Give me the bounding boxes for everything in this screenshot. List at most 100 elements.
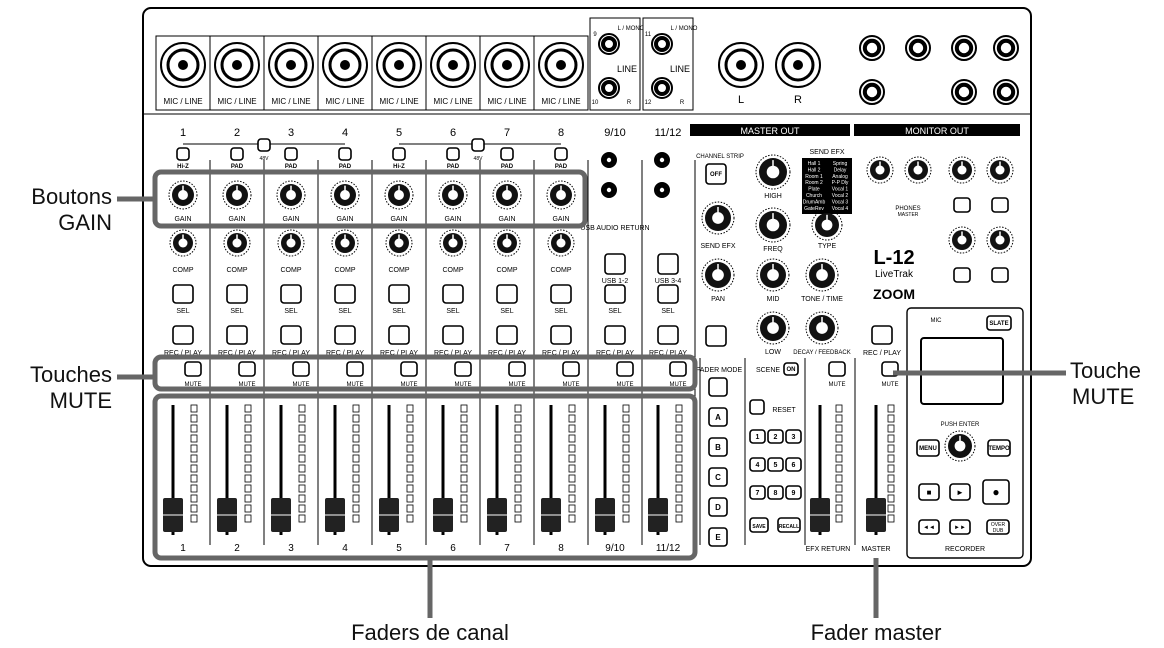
button-frame <box>551 326 571 344</box>
mute-button[interactable] <box>239 362 255 376</box>
mute-button[interactable] <box>617 362 633 376</box>
rec-play-button[interactable] <box>173 326 193 344</box>
meter-led <box>461 505 467 512</box>
rec-play-button[interactable] <box>497 326 517 344</box>
fader-mode-e-button[interactable]: E <box>709 528 727 546</box>
rec-play-button[interactable] <box>443 326 463 344</box>
low-label: LOW <box>765 349 781 356</box>
hi-z-pad-label: PAD <box>555 164 568 170</box>
play-pause-button[interactable]: ► <box>950 484 970 500</box>
sel-button[interactable] <box>551 285 571 303</box>
scene-2-button[interactable]: 2 <box>768 430 783 443</box>
button-frame <box>954 198 970 212</box>
monitor-master-b-button[interactable] <box>954 198 970 212</box>
sel-button[interactable] <box>281 285 301 303</box>
scene-7-button[interactable]: 7 <box>750 486 765 499</box>
sel-button[interactable] <box>443 285 463 303</box>
rewind-button[interactable]: ◄◄ <box>919 520 939 534</box>
scene-4-button[interactable]: 4 <box>750 458 765 471</box>
fader-mode-d-button[interactable]: D <box>709 498 727 516</box>
hi-z-or-pad-button[interactable] <box>339 148 351 160</box>
meter-led <box>407 465 413 472</box>
sel-button[interactable] <box>227 285 247 303</box>
slate-button[interactable]: SLATE <box>987 316 1011 330</box>
efx-type-item: Hall 1 <box>808 161 821 167</box>
master-out-l-label: L <box>738 94 744 106</box>
sel-button[interactable] <box>497 285 517 303</box>
eq-off-button[interactable]: OFF <box>706 164 726 184</box>
master-rec-play-button[interactable] <box>872 326 892 344</box>
button-frame <box>285 148 297 160</box>
record-button[interactable]: ● <box>983 480 1009 504</box>
hi-z-or-pad-button[interactable] <box>177 148 189 160</box>
rec-play-button[interactable] <box>658 326 678 344</box>
mute-button[interactable] <box>401 362 417 376</box>
tempo-button[interactable]: TEMPO <box>988 440 1010 456</box>
reset-button[interactable] <box>750 400 764 414</box>
meter-led <box>515 445 521 452</box>
sel-button[interactable] <box>658 285 678 303</box>
menu-button[interactable]: MENU <box>917 440 939 456</box>
rec-play-button[interactable] <box>281 326 301 344</box>
fast-forward-button[interactable]: ►► <box>950 520 970 534</box>
hi-z-or-pad-button[interactable] <box>393 148 405 160</box>
sel-button[interactable] <box>335 285 355 303</box>
line-jack-num-bottom: 10 <box>592 100 599 106</box>
mute-keys-callout: Touches MUTE <box>0 362 112 414</box>
sel-button[interactable] <box>605 285 625 303</box>
hi-z-or-pad-button[interactable] <box>447 148 459 160</box>
channel-number: 11/12 <box>655 127 682 139</box>
mute-button[interactable] <box>563 362 579 376</box>
recorder-label: RECORDER <box>945 546 985 553</box>
stop-button[interactable]: ■ <box>919 484 939 500</box>
scene-6-button[interactable]: 6 <box>786 458 801 471</box>
phantom-power-button[interactable] <box>472 139 484 151</box>
mute-button[interactable] <box>293 362 309 376</box>
fader-mode-a-button[interactable]: A <box>709 408 727 426</box>
button-frame <box>389 326 409 344</box>
mute-right-callout-line1: Touche <box>1070 358 1164 384</box>
scene-8-button[interactable]: 8 <box>768 486 783 499</box>
rec-play-button[interactable] <box>227 326 247 344</box>
sel-button[interactable] <box>173 285 193 303</box>
fader-mode-c-button[interactable]: C <box>709 468 727 486</box>
scene-9-button[interactable]: 9 <box>786 486 801 499</box>
jack-inner <box>999 85 1013 99</box>
low-cut-button[interactable] <box>706 326 726 346</box>
phantom-power-button[interactable] <box>258 139 270 151</box>
meter-led <box>461 455 467 462</box>
rec-play-button[interactable] <box>389 326 409 344</box>
scene-1-button[interactable]: 1 <box>750 430 765 443</box>
button-frame <box>393 148 405 160</box>
master-out-r-label: R <box>794 94 802 106</box>
rec-play-button[interactable] <box>605 326 625 344</box>
hi-z-or-pad-button[interactable] <box>231 148 243 160</box>
mute-button[interactable] <box>509 362 525 376</box>
meter-led <box>245 425 251 432</box>
scene-5-button[interactable]: 5 <box>768 458 783 471</box>
button-frame <box>605 326 625 344</box>
jack-inner <box>603 82 615 94</box>
line-jack-r-label: R <box>680 100 685 106</box>
efx-return-mute-button[interactable] <box>829 362 845 376</box>
rec-play-button[interactable] <box>335 326 355 344</box>
usb-return-button[interactable] <box>658 254 678 274</box>
fader-mode-b-button[interactable]: B <box>709 438 727 456</box>
hi-z-or-pad-button[interactable] <box>501 148 513 160</box>
mute-button[interactable] <box>670 362 686 376</box>
hi-z-or-pad-button[interactable] <box>285 148 297 160</box>
mute-button[interactable] <box>455 362 471 376</box>
sel-button[interactable] <box>389 285 409 303</box>
mute-button[interactable] <box>185 362 201 376</box>
scene-3-button[interactable]: 3 <box>786 430 801 443</box>
scene-on-button[interactable]: ON <box>784 363 798 375</box>
mute-button[interactable] <box>347 362 363 376</box>
gain-callout-line1: Boutons <box>0 184 112 210</box>
monitor-master-d-button[interactable] <box>992 198 1008 212</box>
fader-mode-master-button[interactable] <box>709 378 727 396</box>
hi-z-or-pad-button[interactable] <box>555 148 567 160</box>
rec-play-button[interactable] <box>551 326 571 344</box>
monitor-master-c-button[interactable] <box>954 268 970 282</box>
usb-return-button[interactable] <box>605 254 625 274</box>
monitor-master-e-button[interactable] <box>992 268 1008 282</box>
